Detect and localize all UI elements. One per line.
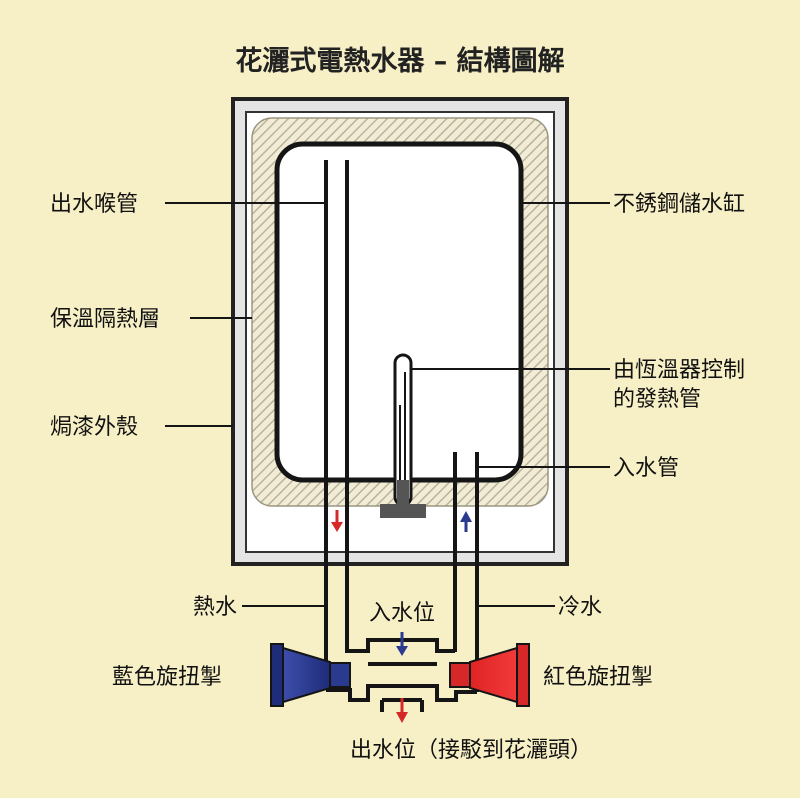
- cold-flow-up-arrow: [460, 511, 472, 532]
- label-heating-tube-line1: 由恆溫器控制: [613, 358, 745, 383]
- diagram-title: 花灑式電熱水器 – 結構圖解: [235, 45, 564, 77]
- red-knob[interactable]: [449, 643, 530, 707]
- label-outlet-tube: 出水喉管: [50, 192, 138, 217]
- heating-element: [380, 353, 426, 518]
- hot-flow-down-arrow: [331, 510, 343, 532]
- label-heating-tube-line2: 的發熱管: [613, 387, 701, 412]
- label-water-in-point: 入水位: [369, 601, 435, 626]
- label-blue-knob: 藍色旋扭掣: [112, 665, 222, 690]
- label-stainless-tank: 不銹鋼儲水缸: [613, 192, 745, 217]
- label-enamel-shell: 焗漆外殼: [50, 415, 138, 440]
- label-hot-water: 熱水: [193, 595, 237, 620]
- label-inlet-tube: 入水管: [613, 456, 679, 481]
- water-out-arrow: [396, 698, 408, 723]
- label-cold-water: 冷水: [558, 595, 602, 620]
- water-in-arrow: [396, 632, 408, 656]
- blue-knob[interactable]: [270, 643, 351, 707]
- label-water-out-point: 出水位（接駁到花灑頭）: [350, 738, 592, 763]
- label-red-knob: 紅色旋扭掣: [543, 665, 653, 690]
- label-insulation: 保溫隔熱層: [50, 307, 160, 332]
